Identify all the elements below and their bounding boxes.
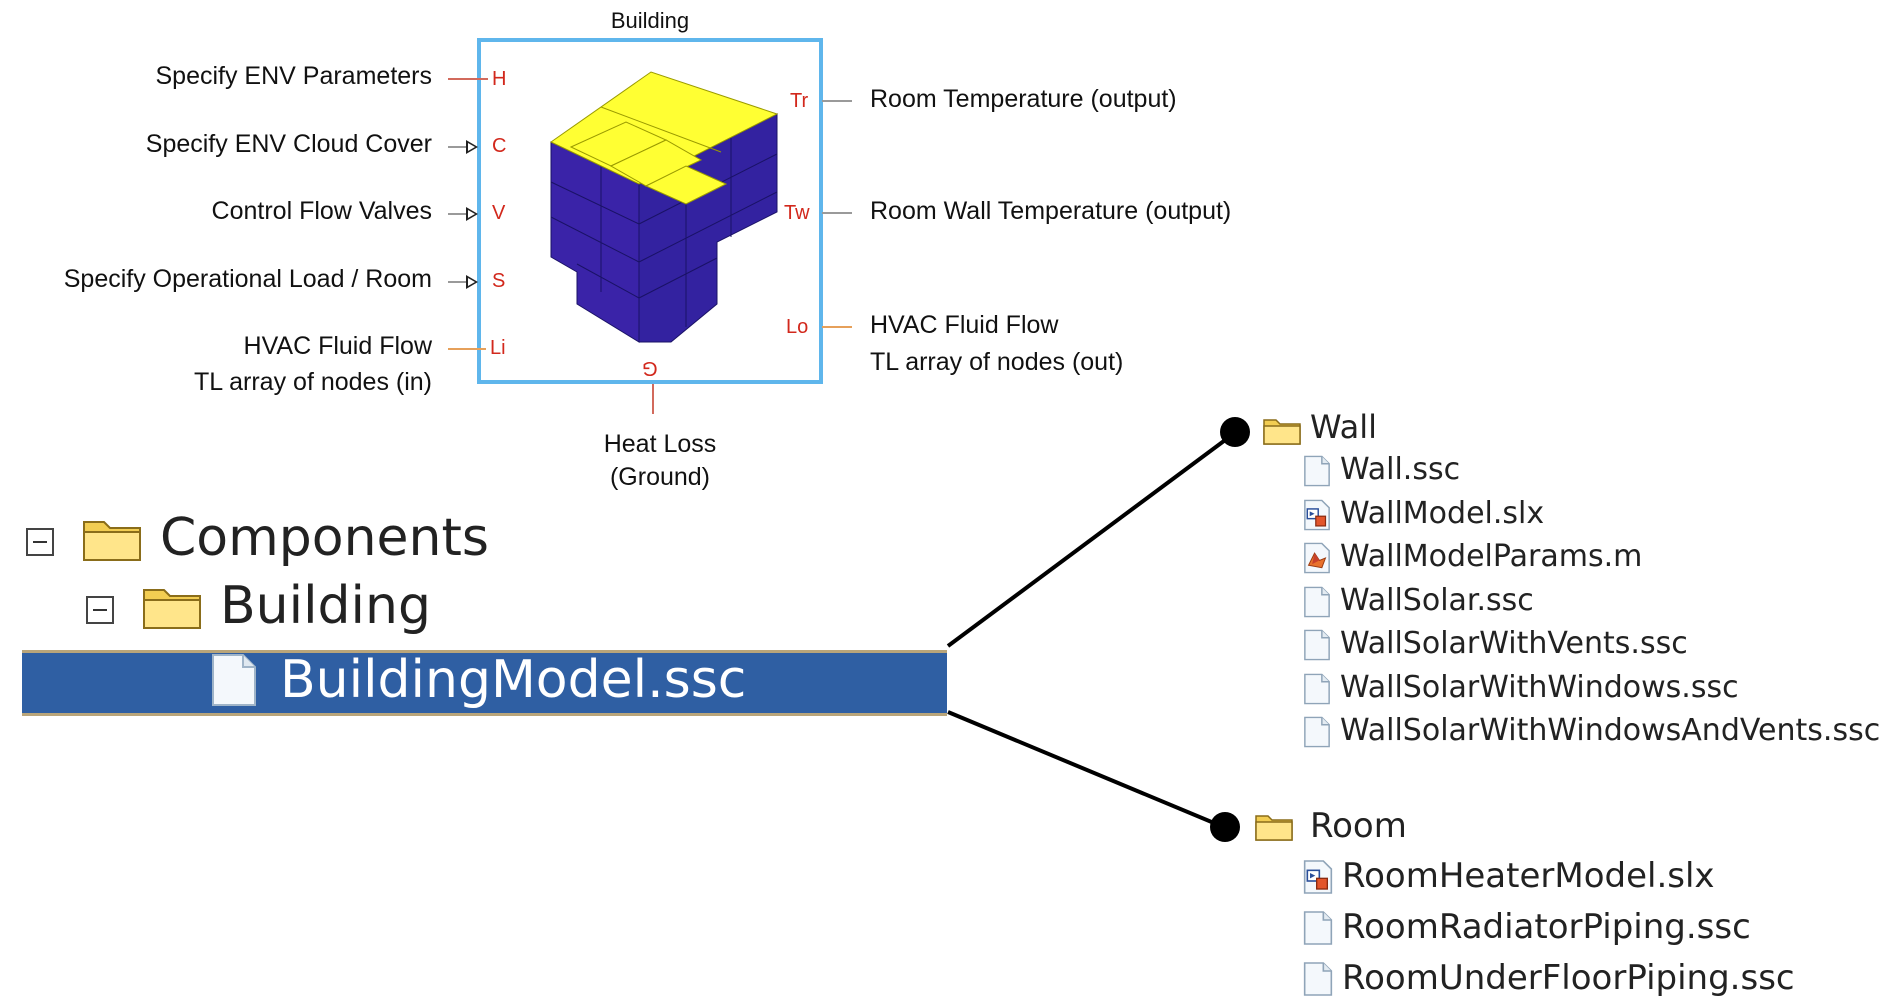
port-s-line bbox=[448, 281, 466, 283]
room-file-item[interactable]: RoomHeaterModel.slx bbox=[1342, 856, 1715, 896]
output-lo-label-2: TL array of nodes (out) bbox=[870, 348, 1124, 376]
file-icon bbox=[1302, 960, 1334, 1003]
port-li: Li bbox=[490, 337, 506, 359]
port-v-arrow-icon bbox=[466, 207, 478, 221]
port-tw-line bbox=[822, 212, 852, 214]
tree-item-buildingmodel-selected[interactable] bbox=[22, 650, 947, 716]
folder-icon bbox=[1262, 414, 1302, 451]
output-tr-label: Room Temperature (output) bbox=[870, 85, 1177, 113]
port-tr: Tr bbox=[790, 90, 809, 112]
file-icon bbox=[1302, 715, 1332, 754]
wall-file-item[interactable]: Wall.ssc bbox=[1340, 452, 1461, 487]
input-li-label-1: HVAC Fluid Flow bbox=[243, 332, 432, 360]
tree-item-buildingmodel-label: BuildingModel.ssc bbox=[280, 650, 747, 710]
folder-wall-label[interactable]: Wall bbox=[1310, 408, 1377, 446]
port-v-line bbox=[448, 213, 466, 215]
port-h-line bbox=[448, 78, 488, 80]
wall-file-item[interactable]: WallSolar.ssc bbox=[1340, 582, 1534, 618]
port-c-line bbox=[448, 146, 466, 148]
port-tr-line bbox=[822, 100, 852, 102]
simulink-model-icon bbox=[1302, 498, 1332, 537]
collapse-components-toggle[interactable] bbox=[26, 528, 54, 556]
input-li-label-2: TL array of nodes (in) bbox=[193, 368, 432, 396]
wall-file-item[interactable]: WallModelParams.m bbox=[1340, 539, 1643, 574]
tree-item-components[interactable]: Components bbox=[160, 508, 489, 568]
file-icon bbox=[1302, 585, 1332, 624]
connector-dot-wall bbox=[1220, 417, 1250, 447]
folder-icon bbox=[82, 512, 144, 567]
port-li-line bbox=[448, 348, 486, 350]
wall-file-item[interactable]: WallModel.slx bbox=[1340, 495, 1545, 531]
input-c-label: Specify ENV Cloud Cover bbox=[145, 130, 432, 158]
port-s: S bbox=[492, 270, 506, 292]
port-v: V bbox=[492, 202, 506, 224]
port-g-line bbox=[652, 384, 654, 414]
folder-icon bbox=[142, 580, 204, 635]
port-c: C bbox=[492, 135, 507, 157]
file-icon bbox=[210, 652, 258, 713]
folder-room-label[interactable]: Room bbox=[1310, 806, 1407, 846]
input-h-label: Specify ENV Parameters bbox=[155, 62, 433, 90]
port-c-arrow-icon bbox=[466, 140, 478, 154]
output-g-label-2: (Ground) bbox=[609, 463, 711, 491]
collapse-building-toggle[interactable] bbox=[86, 596, 114, 624]
building-cube-icon bbox=[550, 71, 779, 343]
port-lo-line bbox=[822, 326, 852, 328]
file-icon bbox=[1302, 672, 1332, 711]
wall-file-item[interactable]: WallSolarWithWindows.ssc bbox=[1340, 669, 1739, 705]
output-tw-label: Room Wall Temperature (output) bbox=[870, 197, 1232, 225]
port-s-arrow-icon bbox=[466, 275, 478, 289]
port-lo: Lo bbox=[786, 316, 809, 338]
port-h: H bbox=[492, 68, 507, 90]
room-file-item[interactable]: RoomRadiatorPiping.ssc bbox=[1342, 907, 1751, 947]
connector-dot-room bbox=[1210, 812, 1240, 842]
block-title: Building bbox=[610, 8, 690, 33]
file-icon bbox=[1302, 909, 1334, 952]
folder-icon bbox=[1254, 810, 1294, 847]
port-tw: Tw bbox=[784, 202, 810, 224]
input-s-label: Specify Operational Load / Room bbox=[63, 265, 432, 293]
output-g-label-1: Heat Loss bbox=[603, 430, 717, 458]
wall-file-item[interactable]: WallSolarWithWindowsAndVents.ssc bbox=[1340, 713, 1881, 748]
file-icon bbox=[1302, 454, 1332, 493]
room-file-item[interactable]: RoomUnderFloorPiping.ssc bbox=[1342, 958, 1795, 998]
input-v-label: Control Flow Valves bbox=[211, 197, 432, 225]
file-icon bbox=[1302, 628, 1332, 667]
output-lo-label-1: HVAC Fluid Flow bbox=[870, 311, 1059, 339]
building-block[interactable] bbox=[477, 38, 823, 384]
wall-file-item[interactable]: WallSolarWithVents.ssc bbox=[1340, 626, 1688, 661]
simulink-model-icon bbox=[1302, 858, 1334, 901]
matlab-script-icon bbox=[1302, 541, 1332, 580]
tree-item-building[interactable]: Building bbox=[220, 576, 431, 636]
